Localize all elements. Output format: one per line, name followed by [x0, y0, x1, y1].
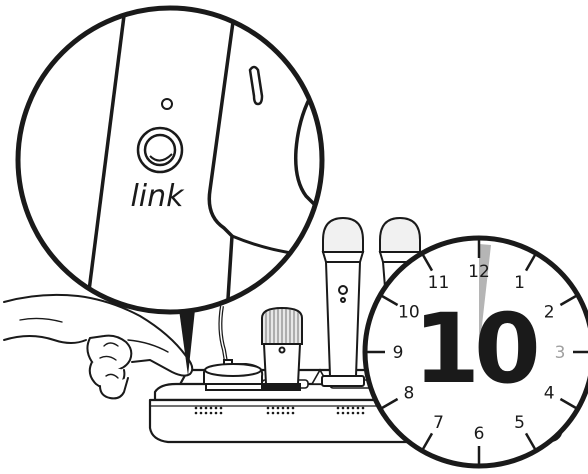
- status-led-icon: [161, 98, 173, 110]
- gooseneck-microphone: [203, 305, 264, 391]
- timer-dial-number: 2: [544, 303, 555, 323]
- boundary-microphone: [261, 306, 303, 391]
- timer-dial-number: 6: [474, 424, 485, 444]
- timer-tick: [524, 432, 537, 450]
- timer-dial-number: 5: [514, 413, 525, 433]
- timer-tick: [381, 397, 399, 410]
- timer-tick: [421, 432, 434, 450]
- pressing-hand: [3, 293, 194, 400]
- timer-face: [362, 235, 588, 469]
- speaker-grille-dots: [194, 406, 365, 415]
- timer-dial-number: 7: [433, 413, 444, 433]
- timer-big-number: 10: [413, 293, 537, 405]
- zoom-callout: link: [15, 5, 325, 376]
- timer-dial-number: 12: [468, 262, 490, 282]
- timer-dial-number: 1: [514, 273, 525, 293]
- timer-dial-number: 9: [393, 343, 404, 363]
- timer-tick: [559, 397, 577, 410]
- timer-dial-number: 4: [544, 384, 555, 404]
- timer-tick: [559, 294, 577, 307]
- timer-tick: [524, 254, 537, 272]
- link-button-icon: [136, 126, 184, 174]
- elapsed-wedge: [479, 244, 491, 352]
- timer-dial-number: 11: [428, 273, 450, 293]
- timer-ticks: [367, 240, 588, 464]
- handheld-microphone-1: [321, 216, 365, 387]
- timer-tick: [421, 254, 434, 272]
- callout-pointer: [178, 300, 196, 376]
- timer-dial-number: 10: [398, 303, 420, 323]
- link-button-label: link: [130, 179, 185, 214]
- timer-tick: [381, 294, 399, 307]
- timer-dial-number: 3: [555, 343, 566, 363]
- timer-dial-number: 8: [403, 384, 414, 404]
